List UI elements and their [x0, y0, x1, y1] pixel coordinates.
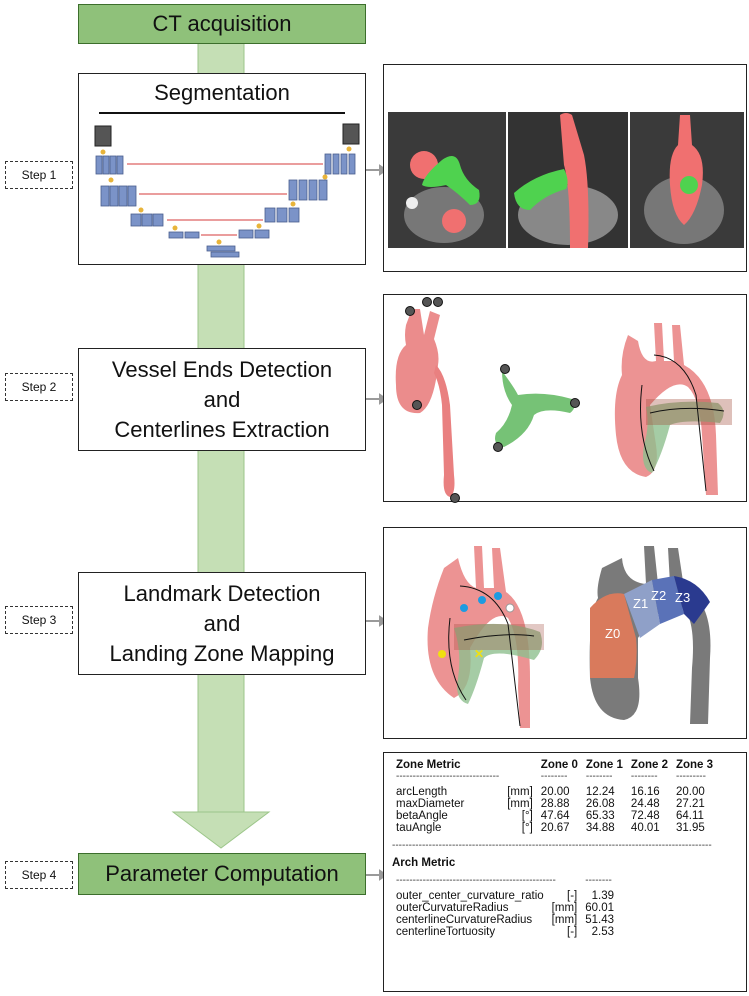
zone-label-z3: Z3	[675, 590, 691, 605]
table-row: outerCurvatureRadius [mm] 60.01	[392, 902, 618, 914]
arch-header: Arch Metric	[392, 857, 456, 869]
row-unit: [mm]	[507, 786, 533, 798]
cell: 34.88	[585, 822, 615, 834]
table-row: tauAngle [°] 20.67 34.88 40.01 31.95	[392, 822, 717, 834]
vessel-title-line1: Vessel Ends Detection	[111, 356, 333, 382]
table-row: centerlineTortuosity [-] 2.53	[392, 926, 618, 938]
zone-label-z1: Z1	[633, 596, 649, 611]
table-row: centerlineCurvatureRadius [mm] 51.43	[392, 914, 618, 926]
row-unit: [°]	[521, 822, 533, 834]
cell: 64.11	[675, 810, 704, 822]
parameter-label: Parameter Computation	[105, 861, 339, 886]
unet-diagram	[94, 123, 360, 258]
table-row: outer_center_curvature_ratio [-] 1.39	[392, 890, 618, 902]
row-name: outer_center_curvature_ratio	[396, 890, 544, 902]
cell: 28.88	[540, 798, 570, 810]
parameter-box: Parameter Computation	[78, 853, 366, 895]
cell: 1.39	[591, 890, 615, 902]
landmark-models-image: ✕	[427, 546, 711, 728]
table-row: maxDiameter [mm] 28.88 26.08 24.48 27.21	[392, 798, 717, 810]
segmentation-title: Segmentation	[154, 80, 290, 105]
row-name: arcLength	[396, 786, 448, 798]
step-label-1: Step 1	[5, 161, 73, 189]
cell: 65.33	[585, 810, 615, 822]
arch-metrics-table: ----------------------------------------…	[392, 875, 618, 938]
segmentation-box: Segmentation	[78, 73, 366, 265]
landmark-panel: ✕ Z0 Z1 Z2 Z3	[383, 527, 747, 739]
table-row: arcLength [mm] 20.00 12.24 16.16 20.00	[392, 786, 717, 798]
step-label-4: Step 4	[5, 861, 73, 889]
vessel-title-line2: and	[203, 386, 241, 412]
row-unit: [-]	[567, 926, 578, 938]
step-label-2: Step 2	[5, 373, 73, 401]
zone-label-z2: Z2	[651, 588, 667, 603]
cell: 72.48	[630, 810, 660, 822]
row-name: outerCurvatureRadius	[396, 902, 509, 914]
vessel-ends-panel	[383, 294, 747, 503]
svg-text:✕: ✕	[474, 647, 484, 661]
cell: 26.08	[585, 798, 615, 810]
row-name: tauAngle	[396, 822, 442, 834]
zone-header-metric: Zone Metric	[396, 759, 461, 771]
step-label-3: Step 3	[5, 606, 73, 634]
cell: 47.64	[540, 810, 570, 822]
zone-header-1: Zone 1	[585, 759, 623, 771]
cell: 20.00	[675, 786, 705, 798]
landmark-box: Landmark Detection and Landing Zone Mapp…	[78, 572, 366, 675]
row-unit: [mm]	[507, 798, 533, 810]
ct-acquisition-box: CT acquisition	[78, 4, 366, 44]
metrics-panel: Zone Metric Zone 0 Zone 1 Zone 2 Zone 3 …	[383, 752, 747, 992]
zone-header-0: Zone 0	[540, 759, 578, 771]
ct-slices-panel	[383, 64, 747, 272]
row-name: maxDiameter	[396, 798, 465, 810]
zone-header-2: Zone 2	[630, 759, 668, 771]
row-unit: [mm]	[551, 902, 578, 914]
zone-metrics-table: Zone Metric Zone 0 Zone 1 Zone 2 Zone 3 …	[392, 759, 717, 834]
landmark-title-line2: and	[203, 610, 241, 636]
landmark-title-line1: Landmark Detection	[123, 580, 321, 606]
cell: 31.95	[675, 822, 705, 834]
ct-acquisition-label: CT acquisition	[152, 11, 292, 36]
zone-label-z0: Z0	[605, 626, 621, 641]
cell: 51.43	[585, 914, 615, 926]
table-row: betaAngle [°] 47.64 65.33 72.48 64.11	[392, 810, 717, 822]
zone-header-3: Zone 3	[675, 759, 714, 771]
cell: 27.21	[675, 798, 705, 810]
row-unit: [-]	[567, 890, 578, 902]
cell: 40.01	[630, 822, 660, 834]
cell: 16.16	[630, 786, 660, 798]
cell: 20.67	[540, 822, 570, 834]
vessel-models-image	[395, 297, 732, 503]
row-name: centerlineTortuosity	[396, 926, 496, 938]
cell: 12.24	[585, 786, 615, 798]
row-name: betaAngle	[396, 810, 448, 822]
ct-slices-image	[388, 112, 744, 248]
row-unit: [°]	[521, 810, 533, 822]
vessel-ends-box: Vessel Ends Detection and Centerlines Ex…	[78, 348, 366, 451]
row-name: centerlineCurvatureRadius	[396, 914, 533, 926]
landmark-title-line3: Landing Zone Mapping	[109, 640, 335, 666]
cell: 20.00	[540, 786, 570, 798]
title-divider	[99, 112, 345, 114]
row-unit: [mm]	[551, 914, 578, 926]
cell: 24.48	[630, 798, 660, 810]
cell: 60.01	[585, 902, 615, 914]
cell: 2.53	[591, 926, 615, 938]
vessel-title-line3: Centerlines Extraction	[114, 416, 330, 442]
section-divider: ----------------------------------------…	[392, 840, 712, 851]
